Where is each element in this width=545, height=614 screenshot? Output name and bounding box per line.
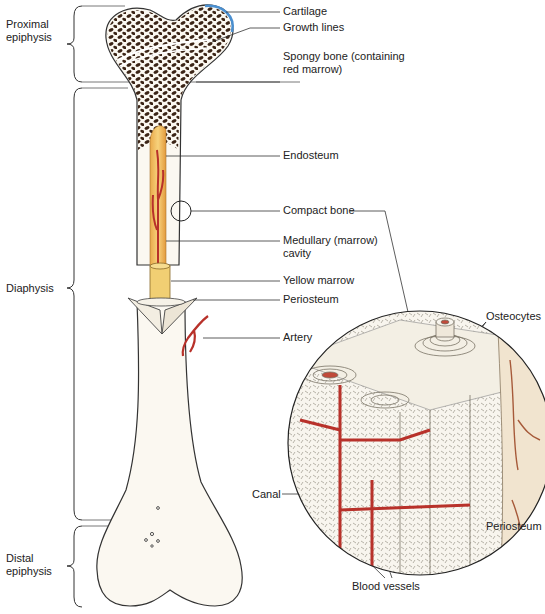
proximal-bone bbox=[106, 5, 233, 265]
part-label: Medullary (marrow) cavity bbox=[283, 234, 383, 260]
spongy-bone bbox=[108, 7, 231, 150]
foramen bbox=[150, 532, 153, 535]
bracket bbox=[67, 526, 82, 607]
yellow-marrow bbox=[150, 266, 170, 299]
part-label: Spongy bone (containing red marrow) bbox=[283, 50, 408, 76]
part-label: Yellow marrow bbox=[283, 274, 403, 287]
part-label: Compact bone bbox=[283, 204, 403, 217]
bracket bbox=[67, 88, 82, 520]
growth-line bbox=[118, 40, 212, 60]
compact-bone-inset bbox=[280, 300, 545, 600]
part-label: Canal bbox=[252, 488, 312, 501]
part-label: Osteocytes bbox=[486, 310, 544, 323]
inset-circle bbox=[288, 311, 545, 575]
blood-vessel bbox=[153, 150, 164, 265]
foramen bbox=[151, 545, 153, 547]
foramen bbox=[157, 540, 160, 543]
part-label: Endosteum bbox=[283, 149, 403, 162]
medullary-cavity bbox=[150, 126, 166, 265]
part-label: Cartilage bbox=[283, 5, 403, 18]
magnify-circle bbox=[171, 201, 191, 221]
region-label: Diaphysis bbox=[6, 282, 66, 295]
yellow-marrow-top bbox=[150, 263, 170, 269]
part-label: Growth lines bbox=[283, 21, 403, 34]
part-label: Artery bbox=[283, 331, 403, 344]
part-label: Periosteum bbox=[486, 520, 544, 533]
bone-cut bbox=[137, 298, 185, 306]
part-label: Blood vessels bbox=[352, 580, 452, 593]
growth-line bbox=[120, 48, 208, 66]
foramen bbox=[145, 539, 148, 542]
region-label: Proximal epiphysis bbox=[6, 18, 66, 44]
region-label: Distal epiphysis bbox=[6, 552, 66, 578]
bracket bbox=[67, 6, 82, 82]
part-label: Periosteum bbox=[283, 293, 403, 306]
distal-bone bbox=[97, 302, 242, 606]
foramen bbox=[157, 507, 160, 510]
artery bbox=[183, 316, 208, 356]
articular-cartilage bbox=[205, 6, 233, 32]
